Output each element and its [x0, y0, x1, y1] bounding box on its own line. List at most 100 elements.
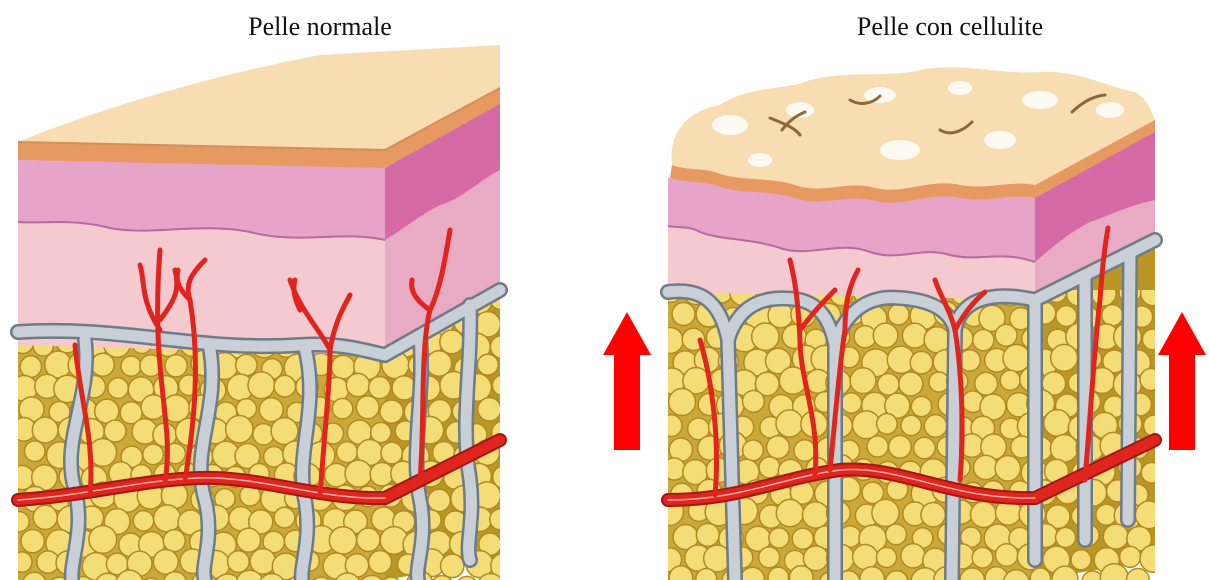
fat-cell — [441, 554, 464, 577]
fat-cell — [853, 545, 878, 570]
normal-skin-block — [9, 45, 517, 580]
fat-cell — [143, 444, 164, 465]
fat-cell — [792, 528, 813, 549]
fat-cell — [121, 356, 141, 376]
fat-cell — [921, 503, 945, 527]
fat-cell — [1056, 528, 1076, 548]
fat-cell — [236, 354, 257, 375]
fat-cell — [743, 440, 764, 461]
fat-cell — [914, 437, 936, 459]
fat-cell — [1142, 329, 1163, 350]
fat-cell — [133, 511, 153, 531]
fat-cell — [889, 435, 912, 458]
fat-cell — [669, 389, 696, 416]
fat-cell — [228, 551, 250, 573]
fat-cell — [759, 547, 780, 568]
fat-cell — [1103, 524, 1128, 549]
fat-cell — [743, 390, 765, 412]
fat-cell — [428, 489, 450, 511]
fat-cell — [108, 378, 129, 399]
cellulite-skin-block — [656, 67, 1168, 580]
fat-cell — [32, 417, 58, 443]
fat-cell — [972, 547, 993, 568]
fat-cell — [696, 523, 719, 546]
fat-cell — [767, 436, 790, 459]
fat-cell — [924, 327, 950, 353]
fat-cell — [440, 330, 464, 354]
fat-cell — [878, 374, 900, 396]
fat-cell — [752, 323, 779, 350]
fat-cell — [901, 415, 921, 435]
fat-cell — [1071, 550, 1091, 570]
fat-cell — [769, 528, 789, 548]
fat-cell — [1056, 306, 1077, 327]
fat-cell — [20, 356, 41, 377]
fat-cell — [850, 368, 876, 394]
fat-cell — [1120, 546, 1141, 567]
fat-cell — [1050, 435, 1077, 462]
fat-cell — [237, 528, 261, 552]
fat-cell — [248, 372, 275, 399]
fat-cell — [970, 502, 996, 528]
fat-cell — [154, 505, 181, 532]
fat-cell — [1141, 462, 1162, 483]
fat-cell — [802, 502, 828, 528]
fat-cell — [876, 547, 896, 567]
fat-cell — [672, 302, 695, 325]
fat-cell — [1102, 305, 1123, 326]
fat-cell — [888, 304, 909, 325]
fat-cell — [357, 528, 380, 551]
fat-cell — [995, 544, 1018, 567]
fat-cell — [9, 512, 29, 532]
fat-cell — [1003, 345, 1030, 372]
fat-cell — [226, 416, 253, 443]
fat-cell — [899, 372, 923, 396]
fat-cell — [153, 549, 178, 574]
fat-cell — [973, 455, 997, 479]
fat-cell — [660, 415, 682, 437]
fat-cell — [910, 351, 932, 373]
fat-cell — [877, 414, 898, 435]
fat-cell — [165, 355, 187, 377]
fat-cell — [91, 353, 114, 376]
fat-cell — [776, 410, 803, 437]
fat-cell — [873, 323, 898, 348]
fat-cell — [381, 442, 403, 464]
fat-cell — [973, 330, 994, 351]
fat-cell — [477, 354, 498, 375]
fat-cell — [490, 336, 513, 359]
fat-cell — [332, 398, 353, 419]
fat-cell — [1140, 545, 1167, 572]
fat-cell — [369, 377, 391, 399]
fat-cell — [490, 509, 511, 530]
fat-cell — [492, 375, 512, 395]
fat-cell — [1000, 370, 1020, 390]
fat-cell — [1140, 369, 1162, 391]
fat-cell — [776, 499, 803, 526]
fat-cell — [657, 327, 683, 353]
fat-cell — [12, 552, 32, 572]
fat-cell — [995, 324, 1017, 346]
fat-cell — [274, 507, 295, 528]
fat-cell — [163, 530, 185, 552]
fat-cell — [867, 436, 888, 457]
fat-cell — [346, 373, 369, 396]
fat-cell — [872, 499, 899, 526]
fat-cell — [337, 442, 358, 463]
fat-cell — [1135, 501, 1163, 529]
fat-cell — [1051, 344, 1078, 371]
fat-cell — [274, 375, 296, 397]
fat-cell — [924, 415, 947, 438]
fat-cell — [995, 456, 1020, 481]
fat-cell — [89, 526, 117, 554]
fat-cell — [886, 524, 907, 545]
fat-cell — [369, 551, 392, 574]
fat-cell — [759, 457, 780, 478]
fat-cell — [841, 393, 862, 414]
fat-cell — [663, 458, 685, 480]
fat-cell — [901, 544, 925, 568]
fat-cell — [345, 460, 372, 487]
fat-cell — [21, 529, 44, 552]
arrow-up-icon — [603, 312, 651, 450]
